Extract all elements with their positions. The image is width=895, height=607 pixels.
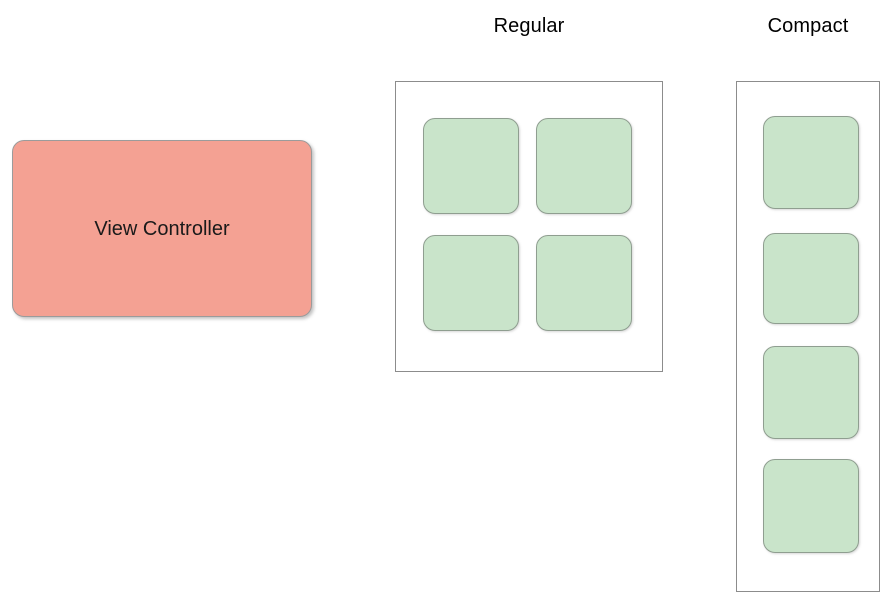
regular-size-class-frame[interactable] xyxy=(395,81,663,372)
regular-child-tile-1[interactable] xyxy=(423,118,519,214)
regular-child-tile-4[interactable] xyxy=(536,235,632,331)
compact-size-class-frame[interactable] xyxy=(736,81,880,592)
view-controller-label: View Controller xyxy=(94,217,230,240)
compact-child-tile-3[interactable] xyxy=(763,346,859,439)
compact-child-tile-1[interactable] xyxy=(763,116,859,209)
regular-child-tile-2[interactable] xyxy=(536,118,632,214)
compact-child-tile-4[interactable] xyxy=(763,459,859,553)
compact-child-tile-2[interactable] xyxy=(763,233,859,324)
column-heading-regular: Regular xyxy=(493,15,565,37)
regular-child-tile-3[interactable] xyxy=(423,235,519,331)
column-heading-compact: Compact xyxy=(767,15,849,37)
view-controller-node[interactable]: View Controller xyxy=(12,140,312,317)
